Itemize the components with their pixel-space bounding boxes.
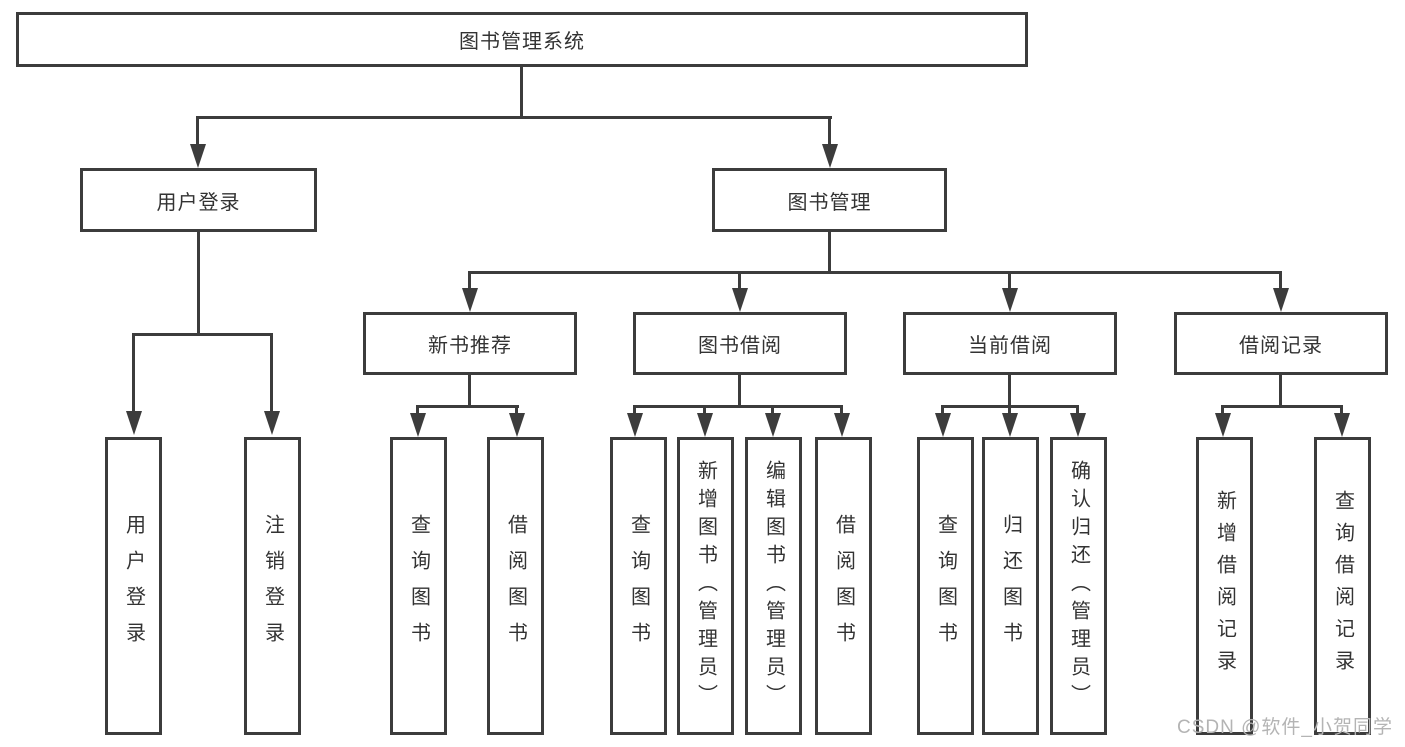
node-current-borrow: 当前借阅 (903, 312, 1117, 375)
connector-vline (132, 333, 135, 413)
connector-vline (941, 405, 944, 417)
arrow-down-icon (765, 413, 781, 437)
leaf-query-books-current: 查询图书 (917, 437, 974, 735)
leaf-borrow-books-recommend-label: 借阅图书 (504, 514, 527, 658)
arrow-down-icon (732, 288, 748, 312)
arrow-down-icon (126, 411, 142, 435)
arrow-down-icon (1070, 413, 1086, 437)
arrow-down-icon (1002, 288, 1018, 312)
node-borrow-records-label: 借阅记录 (1239, 335, 1323, 357)
leaf-add-books-admin-label: 新增图书（管理员） (694, 460, 717, 712)
connector-vline (468, 271, 471, 290)
leaf-add-books-admin: 新增图书（管理员） (677, 437, 734, 735)
leaf-return-books-label: 归还图书 (999, 514, 1022, 658)
leaf-query-borrow-record-label: 查询借阅记录 (1331, 490, 1354, 682)
connector-vline (270, 333, 273, 413)
connector-vline (197, 232, 200, 336)
connector-vline (738, 271, 741, 290)
leaf-query-borrow-record: 查询借阅记录 (1314, 437, 1371, 735)
node-book-management-label: 图书管理 (787, 191, 872, 214)
connector-vline (416, 405, 419, 417)
leaf-confirm-return-admin: 确认归还（管理员） (1050, 437, 1107, 735)
arrow-down-icon (1002, 413, 1018, 437)
connector-vline (738, 375, 741, 408)
arrow-down-icon (509, 413, 525, 437)
arrow-down-icon (1273, 288, 1289, 312)
connector-vline (703, 405, 706, 417)
connector-vline (1279, 271, 1282, 290)
connector-vline (1221, 405, 1224, 417)
node-book-borrow-label: 图书借阅 (698, 335, 782, 357)
leaf-borrow-books-borrow-label: 借阅图书 (832, 514, 855, 658)
arrow-down-icon (935, 413, 951, 437)
leaf-edit-books-admin-label: 编辑图书（管理员） (762, 460, 785, 712)
node-new-book-recommend-label: 新书推荐 (428, 335, 512, 357)
arrow-down-icon (822, 144, 838, 168)
arrow-down-icon (627, 413, 643, 437)
connector-vline (515, 405, 518, 417)
arrow-down-icon (1215, 413, 1231, 437)
leaf-query-books-current-label: 查询图书 (934, 514, 957, 658)
node-current-borrow-label: 当前借阅 (968, 335, 1052, 357)
connector-vline (1076, 405, 1079, 417)
leaf-logout: 注销登录 (244, 437, 301, 735)
leaf-confirm-return-admin-label: 确认归还（管理员） (1067, 460, 1090, 712)
leaf-borrow-books-recommend: 借阅图书 (487, 437, 544, 735)
connector-vline (520, 67, 523, 118)
node-new-book-recommend: 新书推荐 (363, 312, 577, 375)
leaf-query-books-borrow: 查询图书 (610, 437, 667, 735)
node-book-management: 图书管理 (712, 168, 947, 232)
leaf-user-login-label: 用户登录 (122, 514, 145, 658)
connector-vline (828, 232, 831, 274)
node-book-borrow: 图书借阅 (633, 312, 847, 375)
leaf-query-books-borrow-label: 查询图书 (627, 514, 650, 658)
connector-hline (132, 333, 273, 336)
connector-vline (1008, 405, 1011, 417)
connector-hline (196, 116, 832, 119)
csdn-watermark: CSDN @软件_小贺同学 (1177, 717, 1393, 738)
connector-hline (1221, 405, 1343, 408)
node-root-label: 图书管理系统 (459, 31, 585, 53)
connector-hline (468, 271, 1282, 274)
leaf-logout-label: 注销登录 (261, 514, 284, 658)
connector-vline (828, 116, 831, 148)
leaf-query-books-recommend-label: 查询图书 (407, 514, 430, 658)
node-borrow-records: 借阅记录 (1174, 312, 1388, 375)
node-root: 图书管理系统 (16, 12, 1028, 67)
arrow-down-icon (462, 288, 478, 312)
connector-vline (1279, 375, 1282, 408)
leaf-add-borrow-record-label: 新增借阅记录 (1213, 490, 1236, 682)
node-user-login-label: 用户登录 (156, 191, 241, 214)
arrow-down-icon (264, 411, 280, 435)
node-user-login: 用户登录 (80, 168, 317, 232)
leaf-add-borrow-record: 新增借阅记录 (1196, 437, 1253, 735)
arrow-down-icon (1334, 413, 1350, 437)
connector-vline (1340, 405, 1343, 417)
arrow-down-icon (834, 413, 850, 437)
connector-vline (468, 375, 471, 408)
connector-vline (840, 405, 843, 417)
connector-vline (633, 405, 636, 417)
connector-hline (633, 405, 843, 408)
arrow-down-icon (190, 144, 206, 168)
leaf-borrow-books-borrow: 借阅图书 (815, 437, 872, 735)
leaf-query-books-recommend: 查询图书 (390, 437, 447, 735)
leaf-user-login: 用户登录 (105, 437, 162, 735)
leaf-edit-books-admin: 编辑图书（管理员） (745, 437, 802, 735)
connector-vline (1008, 375, 1011, 408)
arrow-down-icon (410, 413, 426, 437)
connector-vline (196, 116, 199, 148)
arrow-down-icon (697, 413, 713, 437)
connector-hline (416, 405, 519, 408)
connector-vline (1008, 271, 1011, 290)
leaf-return-books: 归还图书 (982, 437, 1039, 735)
connector-vline (771, 405, 774, 417)
